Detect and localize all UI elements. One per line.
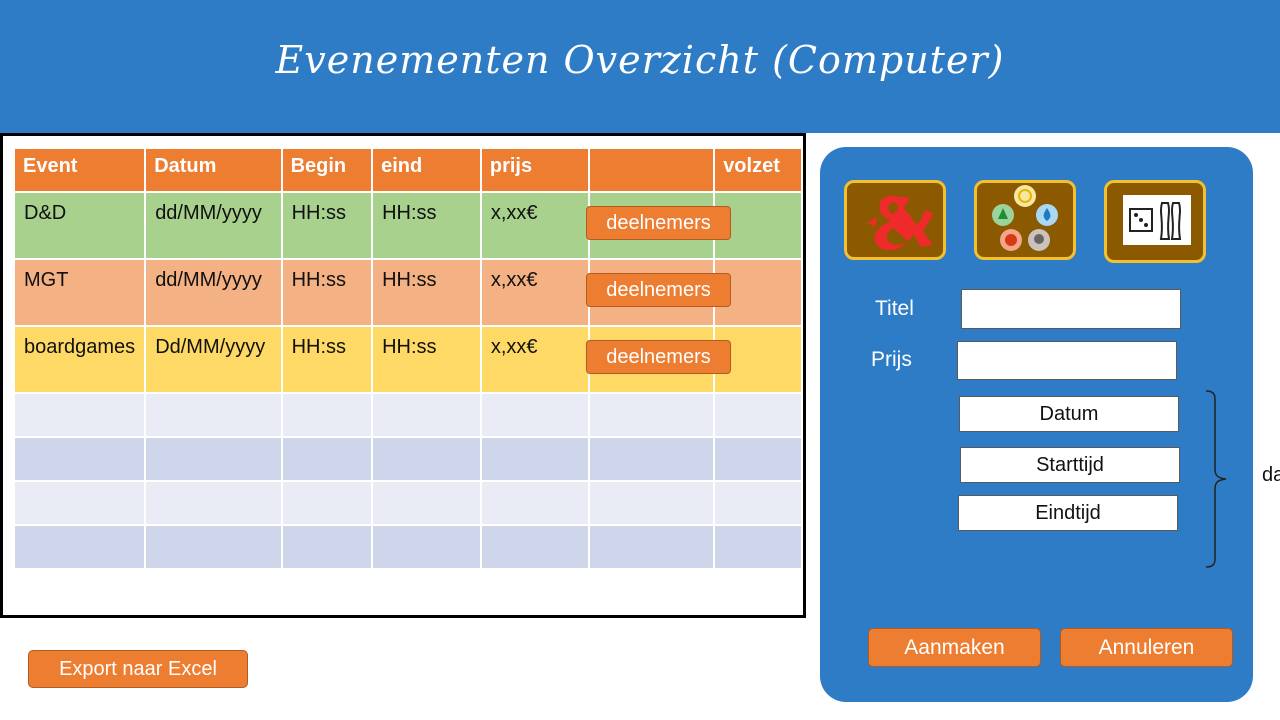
cell-prijs: x,xx€ [479, 191, 591, 260]
empty-cell [713, 524, 803, 570]
cell-event: MGT [12, 258, 147, 327]
events-table-frame: Event Datum Begin eind prijs volzet D&D … [0, 133, 806, 618]
cell-volzet [713, 258, 803, 327]
empty-cell [479, 480, 591, 526]
empty-cell [144, 392, 283, 438]
dnd-type-button[interactable] [844, 180, 946, 260]
column-header-begin: Begin [280, 147, 374, 193]
empty-cell [144, 436, 283, 482]
empty-cell [587, 524, 716, 570]
dnd-ampersand-icon [867, 195, 933, 251]
empty-cell [587, 392, 716, 438]
cell-eind: HH:ss [371, 325, 482, 394]
column-header-actions [587, 147, 716, 193]
eindtijd-button[interactable]: Eindtijd [958, 495, 1178, 531]
cell-actions: deelnemers [586, 325, 731, 394]
cell-eind: HH:ss [371, 258, 482, 327]
cell-event: boardgames [12, 325, 147, 394]
empty-cell [12, 480, 147, 526]
empty-cell [280, 480, 374, 526]
empty-cell [479, 524, 591, 570]
export-excel-button[interactable]: Export naar Excel [28, 650, 248, 688]
header-bar: Evenementen Overzicht (Computer) [0, 0, 1280, 133]
cell-actions: deelnemers [586, 258, 731, 327]
empty-row [12, 480, 803, 526]
empty-cell [144, 480, 283, 526]
table-header-row: Event Datum Begin eind prijs volzet [12, 147, 803, 193]
cell-prijs: x,xx€ [479, 258, 591, 327]
empty-row [12, 524, 803, 570]
column-header-datum: Datum [144, 147, 283, 193]
empty-cell [713, 480, 803, 526]
empty-cell [371, 480, 482, 526]
deelnemers-button[interactable]: deelnemers [586, 340, 731, 374]
deelnemers-button[interactable]: deelnemers [586, 206, 731, 240]
empty-cell [713, 436, 803, 482]
column-header-prijs: prijs [479, 147, 591, 193]
empty-cell [479, 392, 591, 438]
side-note-text: da [1262, 464, 1280, 486]
cell-volzet [713, 191, 803, 260]
empty-cell [280, 392, 374, 438]
boardgame-type-button[interactable] [1104, 180, 1206, 263]
starttijd-button[interactable]: Starttijd [960, 447, 1180, 483]
cell-begin: HH:ss [280, 258, 374, 327]
empty-cell [371, 392, 482, 438]
cell-volzet [713, 325, 803, 394]
cell-datum: dd/MM/yyyy [144, 191, 283, 260]
cell-begin: HH:ss [280, 191, 374, 260]
titel-label: Titel [875, 297, 914, 320]
cell-datum: dd/MM/yyyy [144, 258, 283, 327]
cell-datum: Dd/MM/yyyy [144, 325, 283, 394]
prijs-input[interactable] [957, 341, 1177, 380]
cell-prijs: x,xx€ [479, 325, 591, 394]
annuleren-button[interactable]: Annuleren [1060, 628, 1233, 667]
empty-cell [12, 392, 147, 438]
empty-cell [713, 392, 803, 438]
aanmaken-button[interactable]: Aanmaken [868, 628, 1041, 667]
empty-row [12, 436, 803, 482]
empty-cell [12, 524, 147, 570]
empty-cell [280, 436, 374, 482]
empty-cell [371, 436, 482, 482]
empty-cell [587, 480, 716, 526]
table-row[interactable]: boardgames Dd/MM/yyyy HH:ss HH:ss x,xx€ … [12, 325, 803, 394]
create-event-panel: Titel Prijs Datum Starttijd Eindtijd Aan… [820, 147, 1253, 702]
mtg-type-button[interactable] [974, 180, 1076, 260]
dice-bowling-pins-icon [1123, 195, 1191, 245]
grouping-brace [1205, 390, 1227, 568]
table-row[interactable]: D&D dd/MM/yyyy HH:ss HH:ss x,xx€ deelnem… [12, 191, 803, 260]
column-header-eind: eind [371, 147, 482, 193]
mtg-five-colors-icon [992, 185, 1058, 251]
cell-eind: HH:ss [371, 191, 482, 260]
column-header-volzet: volzet [713, 147, 803, 193]
events-table: Event Datum Begin eind prijs volzet D&D … [12, 147, 803, 570]
empty-cell [12, 436, 147, 482]
cell-actions: deelnemers [586, 191, 731, 260]
cell-begin: HH:ss [280, 325, 374, 394]
cell-event: D&D [12, 191, 147, 260]
empty-cell [144, 524, 283, 570]
page-title: Evenementen Overzicht (Computer) [275, 38, 1005, 82]
titel-input[interactable] [961, 289, 1181, 329]
prijs-label: Prijs [871, 348, 912, 371]
column-header-event: Event [12, 147, 147, 193]
table-row[interactable]: MGT dd/MM/yyyy HH:ss HH:ss x,xx€ deelnem… [12, 258, 803, 327]
empty-cell [371, 524, 482, 570]
datum-button[interactable]: Datum [959, 396, 1179, 432]
empty-row [12, 392, 803, 438]
empty-cell [587, 436, 716, 482]
deelnemers-button[interactable]: deelnemers [586, 273, 731, 307]
empty-cell [479, 436, 591, 482]
empty-cell [280, 524, 374, 570]
